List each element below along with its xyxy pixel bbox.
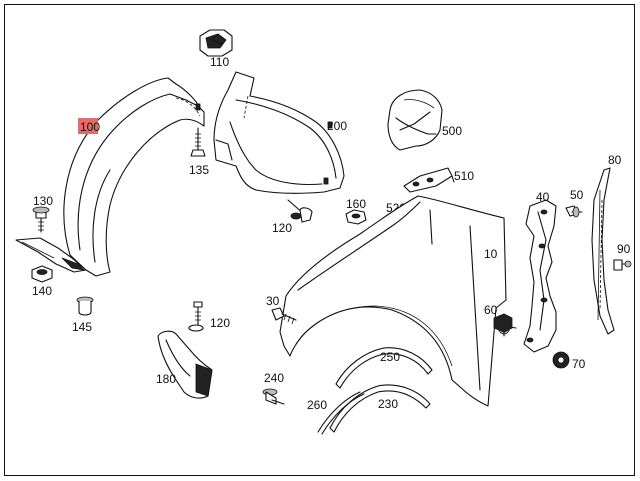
part-100-highlight xyxy=(78,118,98,134)
label-130[interactable]: 130 xyxy=(33,194,53,208)
label-510[interactable]: 510 xyxy=(454,169,474,183)
label-200[interactable]: 200 xyxy=(327,119,347,133)
clip-110-icon[interactable] xyxy=(199,29,233,57)
label-80[interactable]: 80 xyxy=(608,153,622,167)
bolt-60-icon[interactable] xyxy=(493,313,517,337)
label-160[interactable]: 160 xyxy=(346,197,366,211)
label-230[interactable]: 230 xyxy=(378,397,398,411)
cover-500-part[interactable] xyxy=(387,89,443,151)
nut-70-icon[interactable] xyxy=(552,351,570,369)
label-10[interactable]: 10 xyxy=(484,247,498,261)
mudflap-180-part[interactable] xyxy=(157,330,213,399)
inner-liner-200-part[interactable] xyxy=(213,71,345,194)
seal-80-part[interactable] xyxy=(591,167,615,335)
screw-130-icon[interactable] xyxy=(32,206,50,233)
bolt-30-icon[interactable] xyxy=(271,307,297,325)
label-240[interactable]: 240 xyxy=(264,371,284,385)
label-260[interactable]: 260 xyxy=(307,398,327,412)
label-110[interactable]: 110 xyxy=(210,55,229,69)
label-135[interactable]: 135 xyxy=(189,163,209,177)
nut-160-icon[interactable] xyxy=(345,209,367,225)
wheel-arch-liner-part[interactable] xyxy=(15,77,205,277)
label-120-lower[interactable]: 120 xyxy=(210,316,230,330)
screw-240-icon[interactable] xyxy=(262,388,285,405)
label-70[interactable]: 70 xyxy=(572,357,586,371)
label-50[interactable]: 50 xyxy=(570,188,584,202)
label-120-upper[interactable]: 120 xyxy=(272,221,292,235)
bolt-135-icon[interactable] xyxy=(190,127,206,157)
label-90[interactable]: 90 xyxy=(617,242,631,256)
label-145[interactable]: 145 xyxy=(72,320,92,334)
label-60[interactable]: 60 xyxy=(484,303,498,317)
bolt-50-icon[interactable] xyxy=(565,205,583,218)
label-30[interactable]: 30 xyxy=(266,294,280,308)
strip-260-part[interactable] xyxy=(317,391,365,435)
clip-145-icon[interactable] xyxy=(76,296,94,316)
label-500[interactable]: 500 xyxy=(442,124,462,138)
trim-230-part[interactable] xyxy=(329,384,431,433)
push-clip-120-icon[interactable] xyxy=(287,199,313,223)
label-180[interactable]: 180 xyxy=(156,372,176,386)
label-40[interactable]: 40 xyxy=(536,190,550,204)
clip-90-icon[interactable] xyxy=(613,259,632,271)
label-140[interactable]: 140 xyxy=(32,284,52,298)
bolt-120-lower-icon[interactable] xyxy=(188,301,204,332)
trim-250-part[interactable] xyxy=(335,347,433,389)
diagram-frame xyxy=(4,4,635,476)
bracket-40-part[interactable] xyxy=(523,199,557,353)
nut-140-icon[interactable] xyxy=(31,265,53,283)
label-250[interactable]: 250 xyxy=(380,350,400,364)
fender-10-part[interactable] xyxy=(279,195,507,407)
label-100[interactable]: 100 xyxy=(80,120,100,134)
bracket-510-icon[interactable] xyxy=(403,167,455,193)
